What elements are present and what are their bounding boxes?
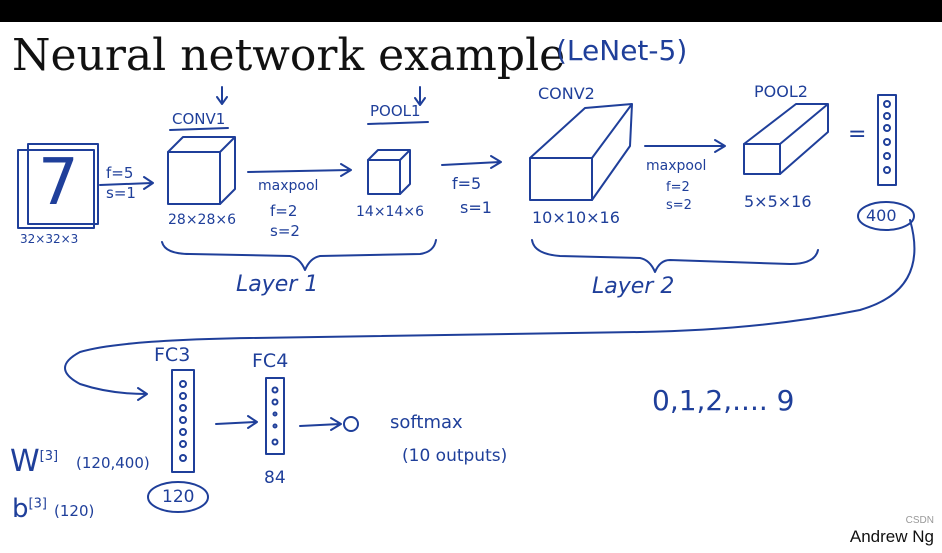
bias-superscript: [3] [28, 496, 47, 512]
layer2-label: Layer 2 [592, 274, 675, 299]
top-bar [0, 0, 942, 22]
conv2-label: CONV2 [538, 84, 595, 103]
input-image-back [27, 143, 99, 225]
pool2-op: maxpool [646, 158, 707, 174]
flatten-equals: = [848, 122, 867, 147]
fc3-label: FC3 [154, 344, 191, 366]
conv1-underline [169, 127, 229, 131]
layer1-label: Layer 1 [236, 272, 319, 297]
conv1-shape: 28×28×6 [168, 212, 236, 228]
pool1-stride: s=2 [270, 222, 300, 240]
pool2-stride: s=2 [666, 198, 692, 213]
flatten-size: 400 [866, 206, 897, 225]
conv2-filter-size: f=5 [452, 174, 482, 193]
fc3-vector [171, 369, 195, 473]
input-shape: 32×32×3 [20, 232, 79, 246]
fc3-units [179, 380, 187, 462]
arrow-input-conv1 [99, 176, 154, 190]
conv1-filter-size: f=5 [106, 164, 134, 182]
weight-shape: (120,400) [76, 454, 150, 472]
fc4-vector [265, 377, 285, 455]
fc4-units [271, 386, 279, 446]
connector-flatten-to-fc3 [64, 219, 916, 401]
fc3-size: 120 [162, 487, 195, 507]
fc4-label: FC4 [252, 350, 289, 372]
arrow-fc4-output [299, 417, 342, 431]
input-digit: 7 [38, 146, 79, 220]
slide-title: Neural network example [12, 30, 566, 81]
arrow-conv1-pool1 [247, 163, 352, 177]
pool2-label: POOL2 [754, 82, 808, 101]
bias-shape: (120) [54, 502, 95, 520]
conv1-volume [167, 136, 236, 205]
flatten-vector [877, 94, 897, 186]
credit-footer: CSDN Andrew Ng [849, 515, 934, 547]
watermark: CSDN [905, 515, 934, 526]
softmax-outputs: (10 outputs) [402, 446, 508, 466]
conv1-stride: s=1 [106, 184, 136, 202]
weight-superscript: [3] [39, 449, 59, 464]
size-400-circle [857, 201, 915, 231]
input-image-frame [17, 149, 95, 229]
pool1-volume [367, 149, 411, 195]
layer1-brace [161, 239, 437, 271]
size-120-circle [147, 481, 209, 513]
class-labels: 0,1,2,.... 9 [652, 384, 795, 417]
pool1-shape: 14×14×6 [356, 204, 424, 220]
pool2-filter-size: f=2 [666, 180, 690, 195]
conv2-stride: s=1 [460, 198, 492, 217]
softmax-label: softmax [390, 412, 463, 433]
bias-letter: b [12, 494, 29, 524]
bias-symbol: b[3] [12, 494, 47, 524]
conv2-volume [529, 103, 633, 201]
arrow-fc3-fc4 [215, 415, 258, 429]
pool1-pointer-arrow [414, 86, 426, 106]
arrow-pool1-conv2 [441, 155, 502, 169]
weight-symbol: W[3] [10, 444, 58, 479]
pool1-underline [367, 121, 429, 125]
fc4-size: 84 [264, 468, 286, 488]
arrow-conv2-pool2 [644, 139, 726, 153]
pool1-label: POOL1 [370, 102, 421, 120]
pool1-filter-size: f=2 [270, 202, 298, 220]
conv1-pointer-arrow [216, 86, 228, 105]
pool1-op: maxpool [258, 178, 319, 194]
author-credit: Andrew Ng [849, 527, 934, 546]
subtitle-lenet5: (LeNet-5) [556, 34, 688, 67]
conv2-shape: 10×10×16 [532, 208, 620, 227]
pool2-shape: 5×5×16 [744, 192, 812, 211]
pool2-volume [743, 103, 829, 175]
conv1-label: CONV1 [172, 110, 226, 128]
flatten-vector-units [883, 100, 891, 174]
weight-letter: W [10, 444, 40, 479]
output-node [343, 416, 359, 432]
layer2-brace [531, 239, 819, 273]
